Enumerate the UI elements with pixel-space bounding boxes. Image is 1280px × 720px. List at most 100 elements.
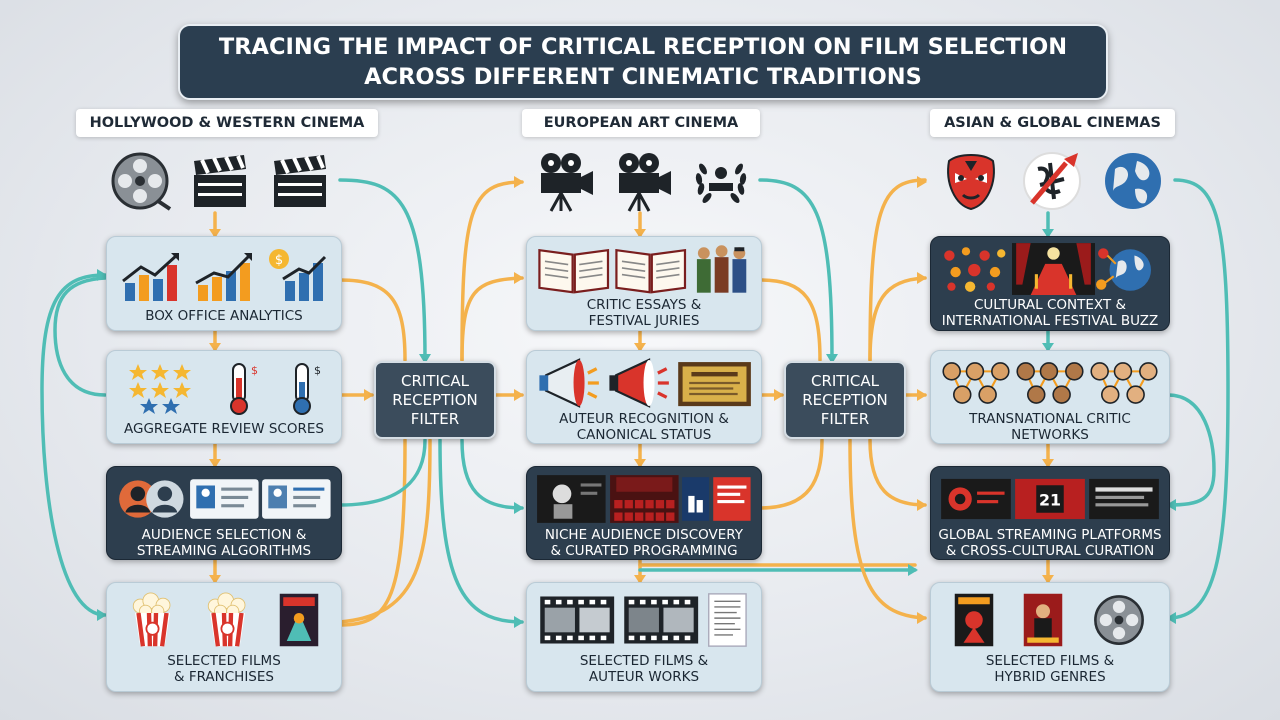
theater-seats-icon (609, 475, 679, 523)
film-strip-icon (623, 596, 698, 644)
europe-icon-row (526, 146, 760, 216)
hollywood-to-filter-flows (338, 278, 407, 627)
stage-caption: CULTURAL CONTEXT & INTERNATIONAL FESTIVA… (941, 297, 1159, 329)
stage-art (527, 467, 761, 527)
europe-to-filter2-teal (758, 178, 834, 362)
megaphone-icon (539, 358, 599, 408)
page-title: TRACING THE IMPACT OF CRITICAL RECEPTION… (178, 24, 1108, 100)
stage-caption: SELECTED FILMS & AUTEUR WORKS (579, 653, 709, 685)
profile-card-icon (262, 479, 331, 519)
megaphone-icon (609, 358, 670, 408)
people-network-icon (1090, 362, 1158, 404)
stage-art: $ (107, 237, 341, 308)
globe-icon (1105, 153, 1162, 209)
critical-reception-filter-1: CRITICAL RECEPTION FILTER (374, 361, 496, 439)
streaming-tile-icon (1089, 478, 1159, 520)
red-carpet-icon (1011, 243, 1095, 295)
thermometer-icon: $ (229, 363, 258, 415)
asia-right-loop (1166, 178, 1230, 620)
open-book-icon (538, 248, 610, 294)
stage-critic-essays: CRITIC ESSAYS & FESTIVAL JURIES (526, 236, 762, 331)
svg-text:$: $ (251, 364, 258, 377)
stage-caption: TRANSNATIONAL CRITIC NETWORKS & DIASPORA… (969, 411, 1131, 443)
stage-caption: GLOBAL STREAMING PLATFORMS & CROSS-CULTU… (938, 527, 1162, 559)
stage-art: 21 (931, 467, 1169, 527)
stage-caption: AGGREGATE REVIEW SCORES (124, 421, 324, 437)
plaque-icon (678, 362, 751, 407)
clapperboard-icon (274, 155, 326, 207)
svg-text:21: 21 (1039, 490, 1061, 509)
column-label-europe: EUROPEAN ART CINEMA (522, 109, 760, 137)
asia-icon-row (930, 146, 1174, 216)
laurel-wreath-icon (695, 163, 747, 203)
bar-chart-icon (195, 252, 252, 301)
stage-art (931, 351, 1169, 411)
stage-selected-films-auteur: SELECTED FILMS & AUTEUR WORKS (526, 582, 762, 692)
thermometer-icon: $ (292, 363, 321, 415)
bar-chart-icon (122, 252, 180, 301)
stage-art: $ $ (107, 351, 341, 421)
stage-cultural-context: CULTURAL CONTEXT & INTERNATIONAL FESTIVA… (930, 236, 1170, 331)
stage-transnational-critic-networks: TRANSNATIONAL CRITIC NETWORKS & DIASPORA… (930, 350, 1170, 444)
stars-icon (129, 364, 192, 414)
stage-art (527, 583, 761, 653)
hollywood-icon-row (100, 146, 340, 216)
globe-network-icon (1095, 248, 1151, 291)
stage-niche-audience: NICHE AUDIENCE DISCOVERY & CURATED PROGR… (526, 466, 762, 560)
calligraphy-brush-icon (1022, 152, 1081, 210)
stage-art (527, 351, 761, 411)
film-camera-icon (619, 153, 671, 212)
movie-poster-icon (1023, 593, 1063, 647)
icon-cluster-icon (944, 247, 1006, 292)
movie-poster-icon (954, 593, 993, 647)
stage-auteur-recognition: AUTEUR RECOGNITION & CANONICAL STATUS (526, 350, 762, 444)
clapperboard-icon (194, 155, 246, 207)
profile-card-icon (189, 479, 259, 519)
stage-art (107, 467, 341, 527)
users-icon (119, 480, 184, 518)
stage-global-streaming: 21 GLOBAL STREAMING PLATFORMS & CROSS-CU… (930, 466, 1170, 560)
stage-box-office-analytics: $ BOX OFFICE ANALYTICS (106, 236, 342, 331)
column-label-hollywood: HOLLYWOOD & WESTERN CINEMA (76, 109, 378, 137)
stage-art (931, 583, 1169, 653)
stage-caption: AUTEUR RECOGNITION & CANONICAL STATUS (559, 411, 729, 443)
streaming-tile-icon (941, 478, 1011, 520)
document-icon (708, 593, 748, 647)
stage-art (527, 237, 761, 297)
streaming-tile-icon: 21 (1015, 478, 1085, 520)
film-reel-icon (1094, 595, 1145, 645)
stage-audience-selection: AUDIENCE SELECTION & STREAMING ALGORITHM… (106, 466, 342, 560)
popcorn-icon (207, 592, 246, 647)
title-line-2: ACROSS DIFFERENT CINEMATIC TRADITIONS (364, 64, 922, 90)
stage-caption: BOX OFFICE ANALYTICS (145, 308, 303, 324)
popcorn-icon (132, 592, 171, 647)
stage-art (107, 583, 341, 653)
filter1-teal-flows (438, 438, 524, 624)
title-line-1: TRACING THE IMPACT OF CRITICAL RECEPTION… (218, 34, 1068, 60)
screen-icon (537, 475, 606, 523)
poster-board-icon (682, 477, 751, 521)
svg-text:$: $ (314, 364, 321, 377)
film-reel-icon (111, 152, 172, 211)
stage-caption: CRITIC ESSAYS & FESTIVAL JURIES (586, 297, 702, 329)
dollar-growth-icon: $ (268, 248, 326, 301)
svg-text:$: $ (275, 253, 283, 268)
stage-caption: NICHE AUDIENCE DISCOVERY & CURATED PROGR… (544, 527, 744, 559)
stage-caption: SELECTED FILMS & HYBRID GENRES (985, 653, 1115, 685)
stage-caption: SELECTED FILMS & FRANCHISES (167, 653, 281, 685)
people-network-icon (942, 362, 1010, 404)
stage-aggregate-review-scores: $ $ AGGREGATE REVIEW SCORES (106, 350, 342, 444)
film-strip-icon (539, 596, 614, 644)
stage-caption: AUDIENCE SELECTION & STREAMING ALGORITHM… (136, 527, 312, 559)
people-network-icon (1016, 362, 1084, 404)
open-book-icon (615, 248, 687, 294)
column-label-asia: ASIAN & GLOBAL CINEMAS (930, 109, 1175, 137)
opera-mask-icon (946, 154, 995, 211)
critical-reception-filter-2: CRITICAL RECEPTION FILTER (784, 361, 906, 439)
jury-figures-icon (696, 245, 747, 293)
movie-poster-icon (279, 593, 319, 647)
stage-selected-films-hybrid: SELECTED FILMS & HYBRID GENRES (930, 582, 1170, 692)
stage-selected-films-franchises: SELECTED FILMS & FRANCHISES (106, 582, 342, 692)
stage-art (931, 237, 1169, 297)
film-camera-icon (541, 153, 593, 212)
